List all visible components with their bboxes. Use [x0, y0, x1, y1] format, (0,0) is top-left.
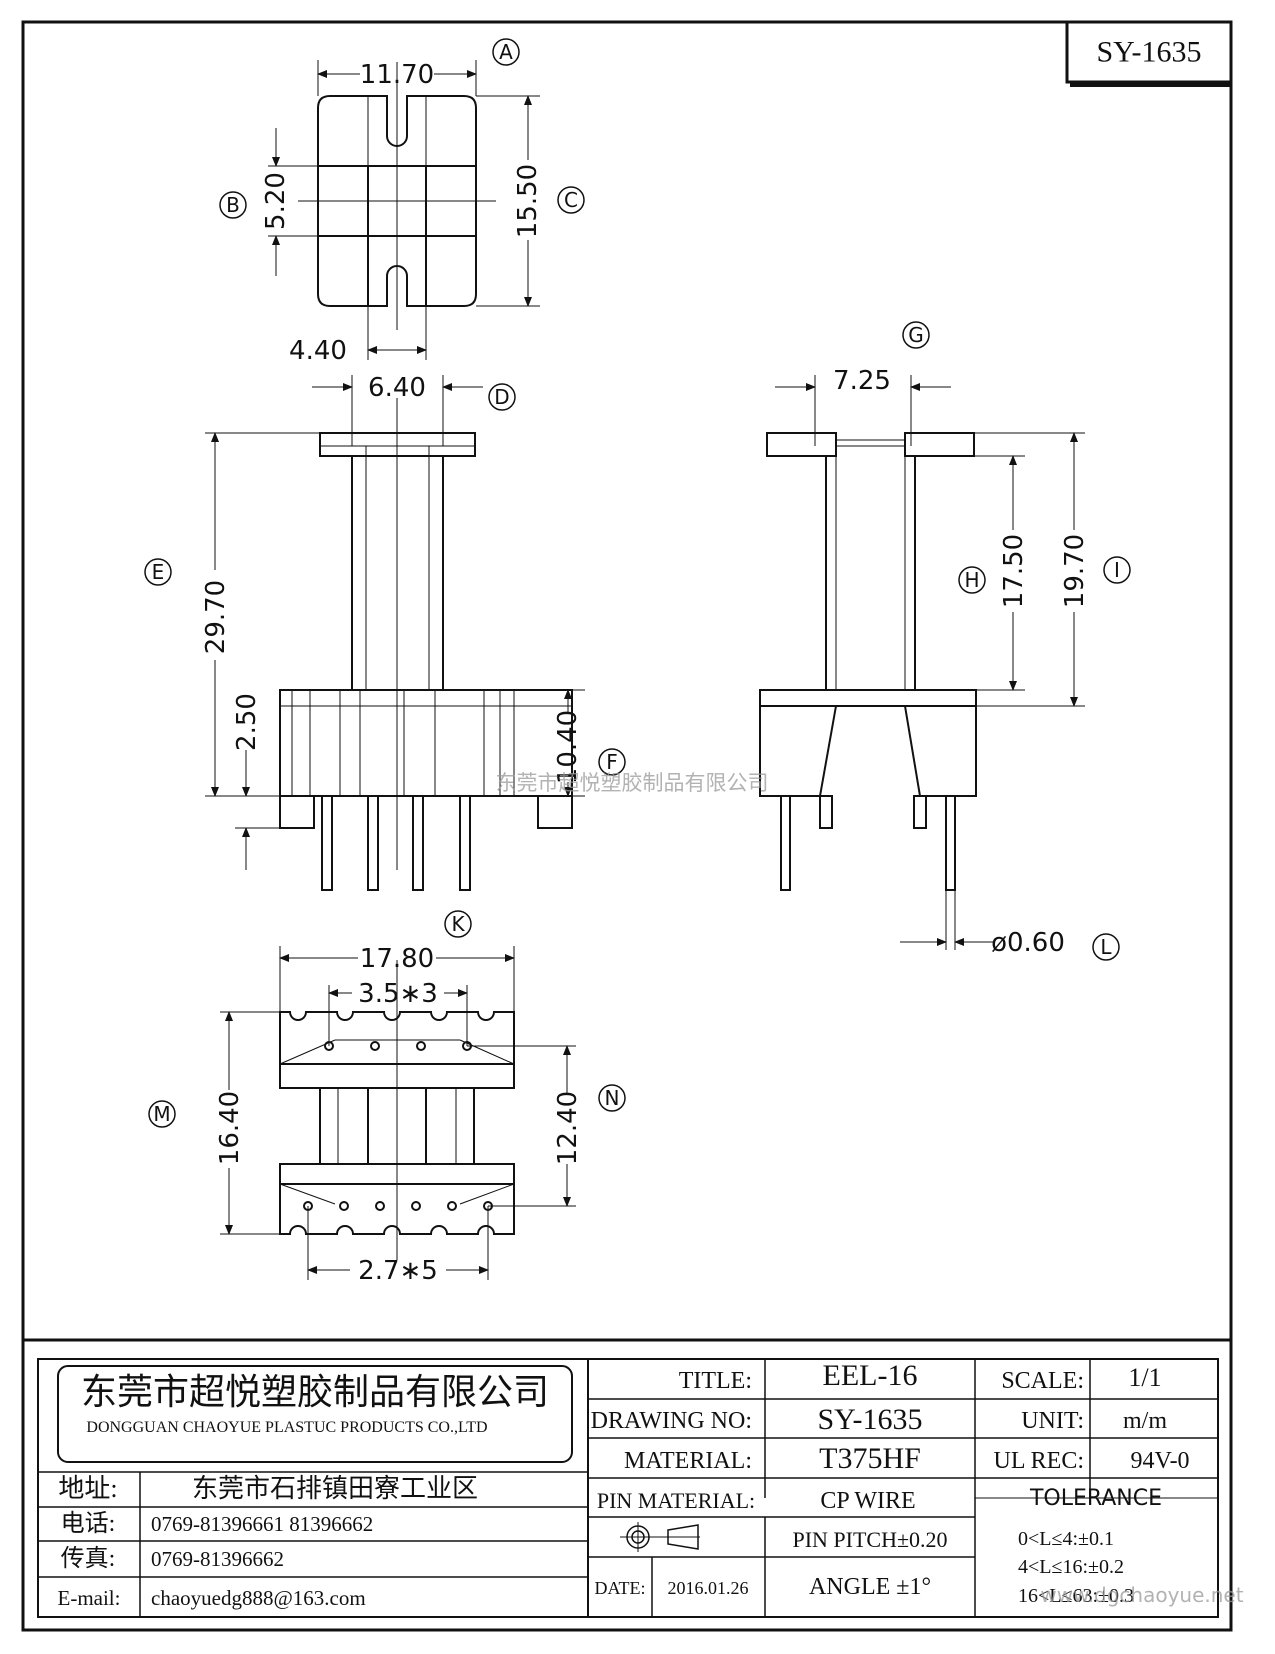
svg-text:K: K [451, 912, 465, 936]
marker-h: H [958, 566, 986, 594]
marker-c: C [557, 186, 585, 214]
dim-side-h2: 19.70 [1060, 534, 1090, 608]
fax-value: 0769-81396662 [151, 1547, 284, 1571]
dim-bottom-width: 17.80 [360, 944, 434, 974]
drawing-no-value: SY-1635 [817, 1403, 922, 1436]
svg-text:F: F [606, 750, 618, 774]
bottom-view [220, 946, 576, 1280]
marker-i: I [1103, 556, 1131, 584]
ul-rec-value: 94V-0 [1130, 1448, 1189, 1474]
marker-e: E [144, 558, 172, 586]
svg-text:L: L [1100, 935, 1112, 959]
unit-value: m/m [1123, 1408, 1167, 1434]
pin-material-value: CP WIRE [820, 1488, 915, 1514]
tel-label: 电话: [61, 1510, 116, 1537]
dim-side-h1: 17.50 [999, 534, 1029, 608]
watermark-url: www.dgchaoyue.net [1040, 1583, 1243, 1607]
marker-d: D [488, 383, 516, 411]
svg-text:G: G [908, 323, 924, 347]
drawing-number: SY-1635 [1096, 36, 1201, 69]
ul-rec-label: UL REC: [994, 1448, 1084, 1474]
marker-n: N [598, 1084, 626, 1112]
marker-b: B [219, 191, 247, 219]
title-block: 东莞市超悦塑胶制品有限公司 DONGGUAN CHAOYUE PLASTUC P… [23, 1338, 1231, 1618]
fax-label: 传真: [61, 1545, 116, 1572]
dim-side-offset: 7.25 [833, 366, 891, 396]
dim-front-height: 29.70 [201, 580, 231, 654]
company-name-cn: 东莞市超悦塑胶制品有限公司 [81, 1372, 549, 1412]
svg-text:N: N [605, 1086, 620, 1110]
svg-text:H: H [964, 568, 979, 592]
marker-k: K [444, 910, 472, 938]
dim-top-width: 11.70 [360, 60, 434, 90]
side-view [759, 375, 1085, 950]
dim-top-core: 4.40 [289, 336, 347, 366]
dim-front-pin-offset: 2.50 [232, 693, 262, 751]
tolerance-row-2: 4<L≤16:±0.2 [1018, 1556, 1124, 1578]
address-label: 地址: [58, 1474, 117, 1503]
svg-text:I: I [1114, 558, 1120, 582]
marker-g: G [902, 321, 930, 349]
svg-text:D: D [494, 385, 509, 409]
marker-l: L [1092, 933, 1120, 961]
title-value: EEL-16 [823, 1359, 918, 1392]
material-value: T375HF [819, 1442, 921, 1475]
dim-top-height: 15.50 [513, 164, 543, 238]
svg-text:A: A [499, 40, 513, 64]
svg-text:E: E [152, 560, 165, 584]
drawing-number-box [1065, 20, 1233, 84]
svg-text:B: B [226, 193, 240, 217]
dim-bottom-inner: 12.40 [553, 1091, 583, 1165]
pin-pitch: PIN PITCH±0.20 [792, 1527, 947, 1552]
angle-tolerance: ANGLE ±1° [809, 1574, 931, 1600]
email-label: E-mail: [58, 1586, 121, 1610]
date-value: 2016.01.26 [668, 1578, 749, 1598]
dim-front-base: 10.40 [553, 710, 583, 784]
dim-front-flange: 6.40 [368, 373, 426, 403]
marker-a: A [492, 38, 520, 66]
scale-label: SCALE: [1001, 1368, 1084, 1394]
svg-text:C: C [564, 188, 578, 212]
tolerance-label: TOLERANCE [1029, 1486, 1162, 1511]
dim-bottom-height: 16.40 [215, 1091, 245, 1165]
tolerance-row-1: 0<L≤4:±0.1 [1018, 1528, 1114, 1550]
title-label: TITLE: [679, 1368, 752, 1394]
scale-value: 1/1 [1128, 1363, 1161, 1392]
tel-value: 0769-81396661 81396662 [151, 1512, 373, 1536]
tolerance-row-3: 16<L≤63:±0.3 [1018, 1585, 1134, 1607]
top-view [268, 60, 540, 360]
pin-material-label: PIN MATERIAL: [597, 1488, 755, 1513]
marker-f: F [598, 748, 626, 776]
drawing-no-label: DRAWING NO: [591, 1408, 752, 1434]
svg-text:M: M [153, 1102, 170, 1126]
company-name-en: DONGGUAN CHAOYUE PLASTUC PRODUCTS CO.,LT… [86, 1419, 487, 1436]
projection-symbol-icon [620, 1522, 700, 1552]
unit-label: UNIT: [1021, 1408, 1084, 1434]
sheet-frame [21, 20, 1233, 1632]
dim-pin-diameter: ø0.60 [991, 928, 1065, 958]
dim-bottom-pitch-top: 3.5∗3 [358, 979, 438, 1009]
dim-bottom-pitch-bottom: 2.7∗5 [358, 1256, 438, 1286]
marker-m: M [148, 1100, 176, 1128]
address-value: 东莞市石排镇田寮工业区 [192, 1474, 478, 1503]
front-view [205, 375, 585, 891]
material-label: MATERIAL: [624, 1448, 752, 1474]
email-value: chaoyuedg888@163.com [151, 1586, 366, 1610]
watermark-company: 东莞市超悦塑胶制品有限公司 [496, 771, 769, 795]
date-label: DATE: [595, 1578, 646, 1598]
dim-top-slot: 5.20 [261, 172, 291, 230]
